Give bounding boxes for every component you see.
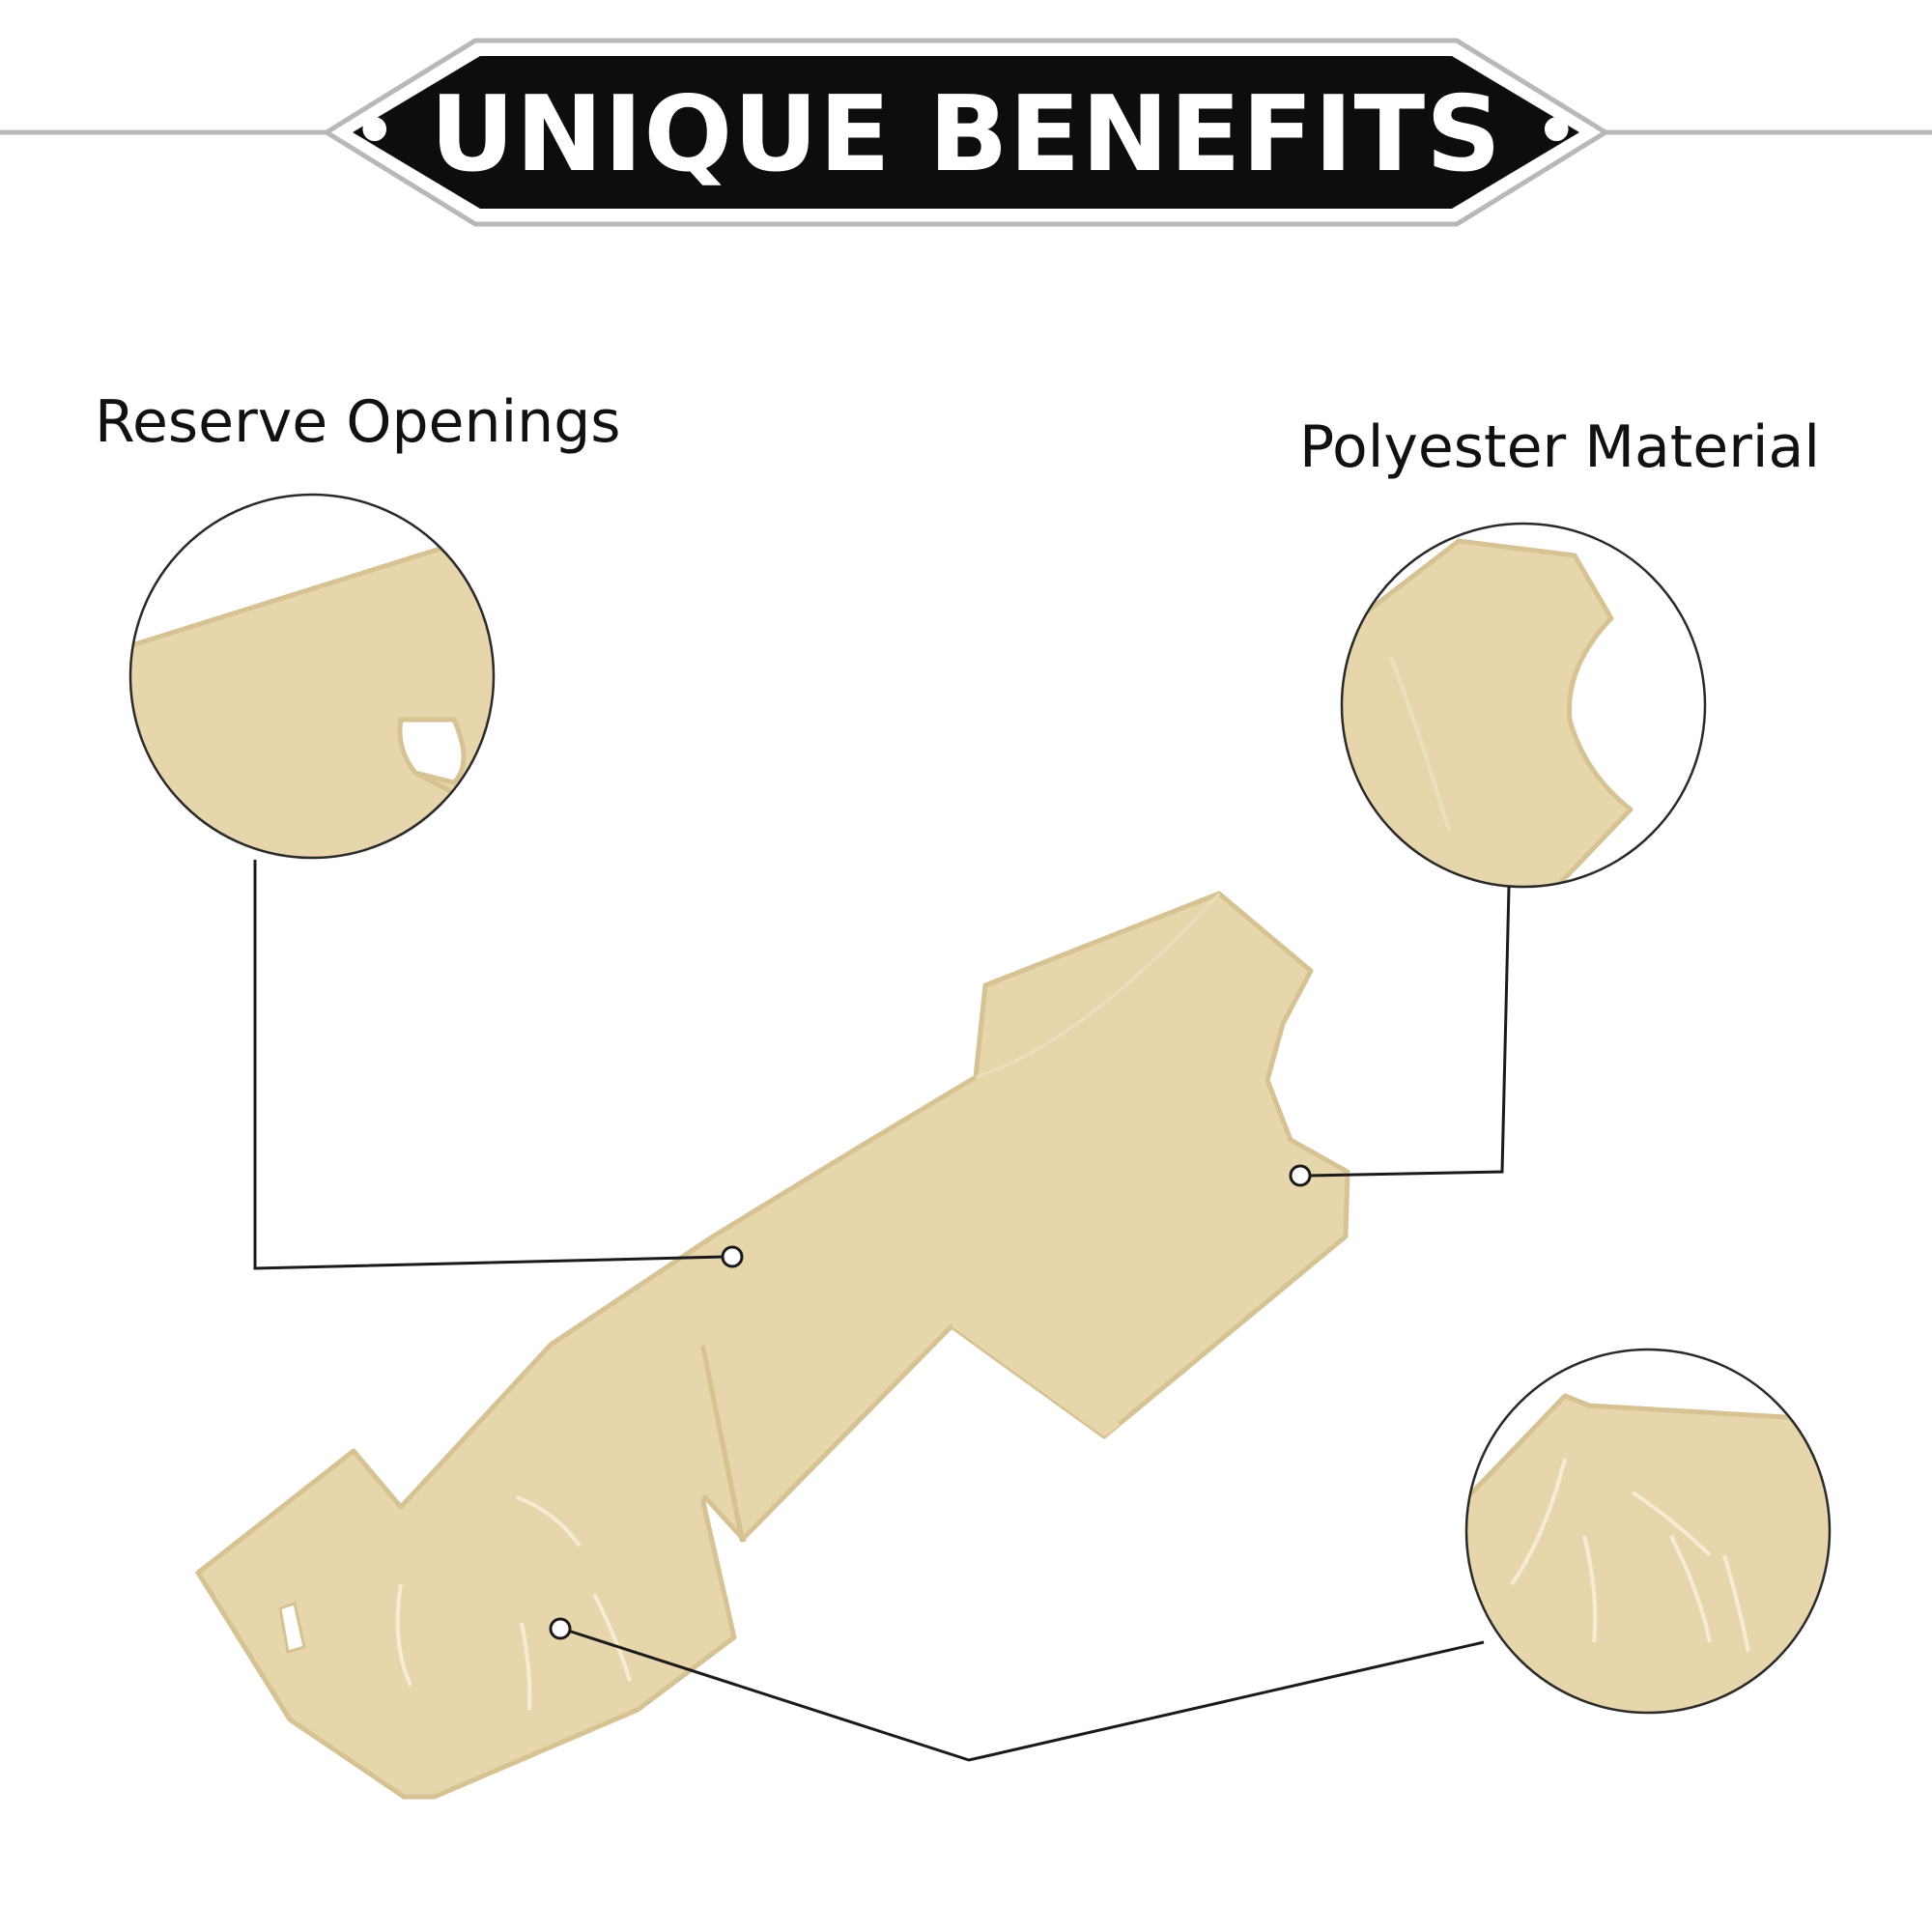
title-text: UNIQUE BENEFITS — [430, 74, 1502, 195]
zoom-circle-polyester-material — [1340, 522, 1707, 889]
mat-notch-center — [952, 1314, 1121, 1436]
leader-dot-stitching — [549, 1617, 572, 1640]
page-title: • UNIQUE BENEFITS • — [0, 77, 1932, 193]
leader-dot-polyester-material — [1289, 1164, 1312, 1187]
leader-dot-reserve-openings — [721, 1245, 744, 1268]
callout-label-polyester-material: Polyester Material — [1298, 413, 1820, 481]
leader-line-reserve-openings — [253, 860, 725, 1270]
leader-line-stitching — [567, 1629, 1485, 1762]
zoom-circle-stitching — [1464, 1348, 1832, 1715]
dashboard-mat — [195, 891, 1350, 1800]
mat-fill — [195, 891, 1350, 1800]
mat-stitch-4 — [592, 1593, 632, 1682]
mat-stitch-5 — [975, 892, 1221, 1079]
title-bullet-left: • — [353, 92, 398, 171]
mat-notch-small — [278, 1602, 306, 1654]
zoom-circle-reserve-openings — [128, 493, 496, 860]
title-banner — [353, 56, 1579, 209]
callout-label-reserve-openings: Reserve Openings — [95, 388, 621, 456]
mat-stitch-2 — [516, 1495, 582, 1548]
mat-stitch-1 — [395, 1583, 412, 1687]
title-bullet-right: • — [1534, 92, 1579, 171]
mat-stitch-3 — [520, 1622, 532, 1711]
leader-line-polyester-material — [1308, 886, 1511, 1178]
